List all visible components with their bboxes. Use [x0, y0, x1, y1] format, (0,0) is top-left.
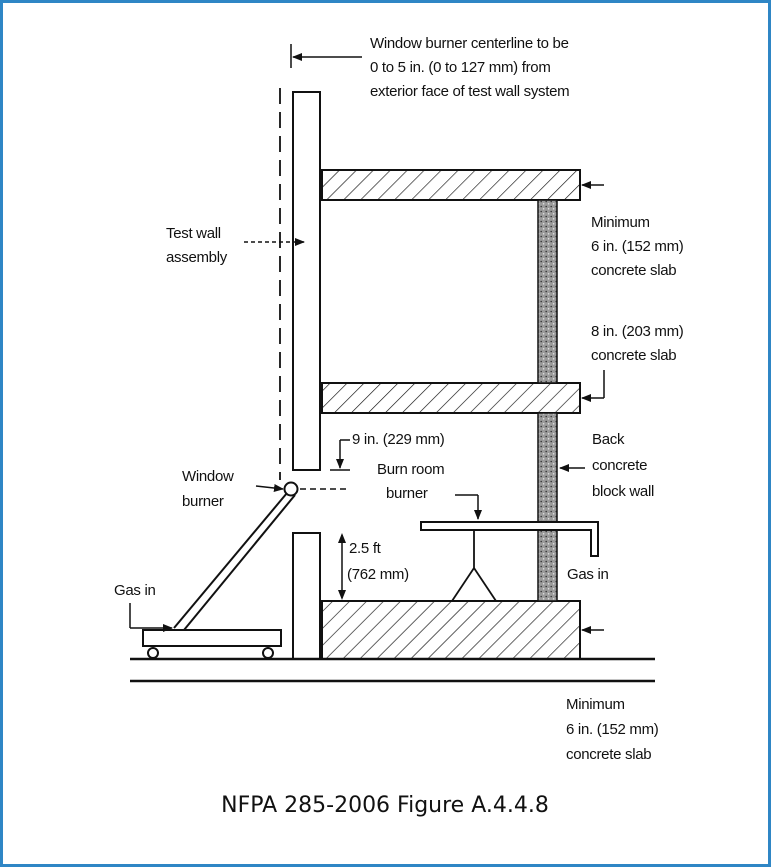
test-wall-label: Test wall assembly [166, 225, 228, 266]
cart-wheel-right [262, 647, 274, 659]
gas-in-right-label: Gas in [567, 566, 609, 583]
burn-room-burner-pipe [420, 521, 599, 557]
test-wall-lower-panel [292, 532, 321, 660]
back-wall-label: Back concrete block wall [592, 431, 654, 500]
top-slab-label: Minimum 6 in. (152 mm) concrete slab [591, 214, 687, 279]
burner-centerline-label: Window burner centerline to be 0 to 5 in… [370, 35, 573, 100]
test-wall-upper-panel [292, 91, 321, 471]
window-burner-nozzle [283, 481, 299, 497]
middle-concrete-slab [321, 382, 581, 414]
burner-cart-platform [142, 629, 282, 647]
figure-caption: NFPA 285-2006 Figure A.4.4.8 [221, 793, 549, 818]
gas-in-left-label: Gas in [114, 582, 156, 599]
window-burner-label: Window burner [182, 468, 237, 510]
bottom-slab-label: Minimum 6 in. (152 mm) concrete slab [566, 696, 662, 763]
window-burner-pointer [255, 484, 284, 492]
burn-room-burner-label: Burn room burner [377, 461, 448, 502]
burner-stand-leg-left [451, 567, 475, 602]
burner-supply-pipe-b [183, 494, 296, 631]
window-height-label: 2.5 ft (762 mm) [347, 540, 409, 583]
burner-stand-leg-right [473, 567, 497, 602]
cart-wheel-left [147, 647, 159, 659]
back-block-wall-lower [537, 412, 558, 602]
back-block-wall-upper [537, 199, 558, 384]
middle-slab-label: 8 in. (203 mm) concrete slab [591, 323, 687, 364]
height-dim-arrowhead-top [338, 533, 346, 543]
top-concrete-slab [321, 169, 581, 201]
bottom-concrete-slab [321, 600, 581, 660]
burner-supply-pipe-a [173, 492, 288, 629]
gap-dimension-label: 9 in. (229 mm) [352, 431, 445, 448]
height-dim-arrowhead-bottom [338, 590, 346, 600]
